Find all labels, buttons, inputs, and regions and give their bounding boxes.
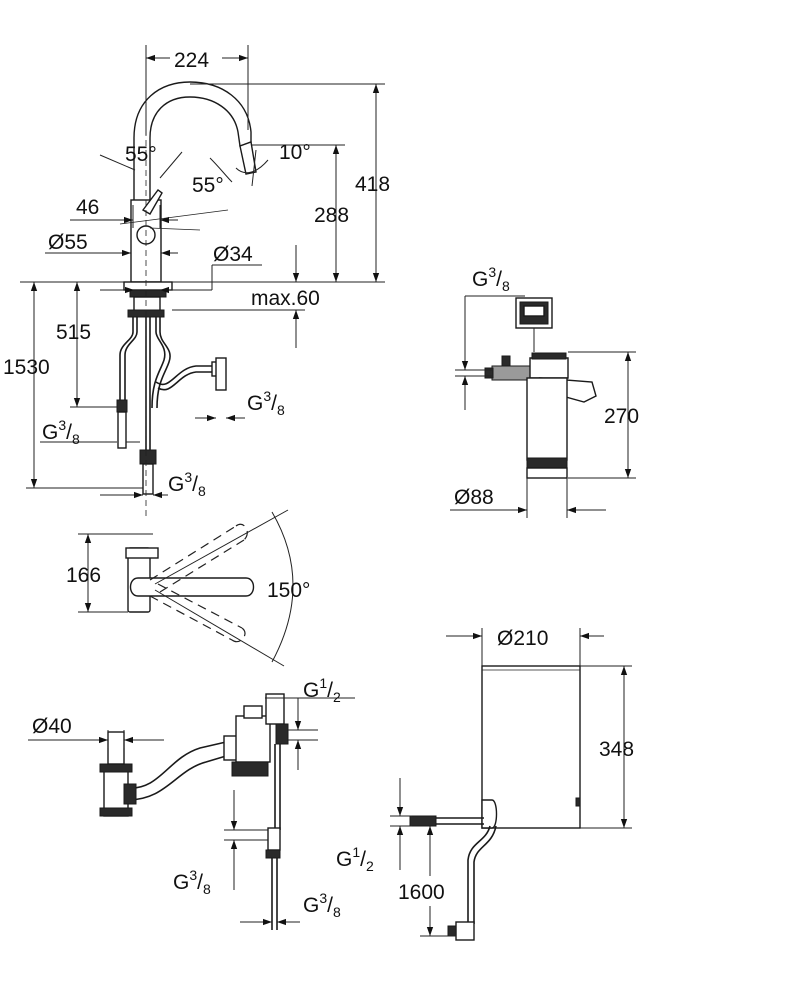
valve-labels: G1/2 Ø40 G3/8 G3/8 (32, 675, 341, 920)
filter-top-cap (529, 357, 569, 379)
boiler-labels: Ø210 348 G1/2 1600 (336, 627, 634, 904)
valve-thread-right: G3/8 (303, 890, 341, 920)
thread-label-bottom: G3/8 (168, 469, 206, 499)
dim-spout-reach: 224 (174, 49, 209, 72)
faucet-labels: 224 418 288 55° 55° 10° 46 Ø55 Ø34 max.6… (3, 49, 390, 499)
faucet-top-view (78, 509, 294, 667)
filter-body (526, 377, 568, 461)
boiler-body (481, 665, 581, 829)
dim-spout-angle: 10° (279, 141, 311, 164)
thread-label-left: G3/8 (42, 417, 80, 447)
dim-swivel-angle: 150° (267, 579, 310, 602)
valve-block (235, 715, 271, 763)
faucet-side-view (116, 81, 257, 520)
boiler-tank (409, 665, 581, 941)
dim-lever-angle-a: 55° (125, 143, 157, 166)
dim-cable-length: 1600 (398, 881, 445, 904)
filter-cartridge (484, 297, 597, 479)
valve-assembly (99, 693, 289, 930)
spout-tip (239, 141, 257, 175)
dim-deck-thickness: max.60 (251, 287, 320, 310)
thread-label-right: G3/8 (247, 388, 285, 418)
filter-thread-label: G3/8 (472, 264, 510, 294)
dim-total-height: 418 (355, 173, 390, 196)
boiler-plug (455, 921, 475, 941)
valve-inlet (265, 693, 285, 725)
dim-trap-diameter: Ø40 (32, 715, 72, 738)
dim-top-depth: 166 (66, 564, 101, 587)
dim-total-length: 1530 (3, 356, 50, 379)
faucet-dimensions (20, 45, 385, 499)
dim-filter-diameter: Ø88 (454, 486, 494, 509)
valve-dimensions (28, 697, 355, 926)
filter-inlet-valve (491, 365, 531, 381)
dim-lever-offset: 46 (76, 196, 99, 219)
dim-lever-angle-b: 55° (192, 174, 224, 197)
dim-boiler-diameter: Ø210 (497, 627, 548, 650)
dim-spout-height: 288 (314, 204, 349, 227)
top-view-lever (125, 547, 159, 559)
lever-handle (141, 189, 163, 215)
top-view-spout (129, 577, 255, 597)
dim-boiler-height: 348 (599, 738, 634, 761)
boiler-dimensions (390, 628, 632, 937)
top-view-labels: 166 150° (66, 564, 310, 602)
base-plate (123, 281, 173, 291)
valve-thread-top: G1/2 (303, 675, 341, 705)
dim-hose-length: 515 (56, 321, 91, 344)
hose-left (119, 317, 134, 408)
filter-dimensions (450, 295, 636, 518)
valve-thread-left: G3/8 (173, 867, 211, 897)
dim-filter-height: 270 (604, 405, 639, 428)
boiler-thread-label: G1/2 (336, 844, 374, 874)
filter-labels: G3/8 270 Ø88 (454, 264, 639, 509)
dim-base-diameter: Ø55 (48, 231, 88, 254)
dim-hole-diameter: Ø34 (213, 243, 253, 266)
